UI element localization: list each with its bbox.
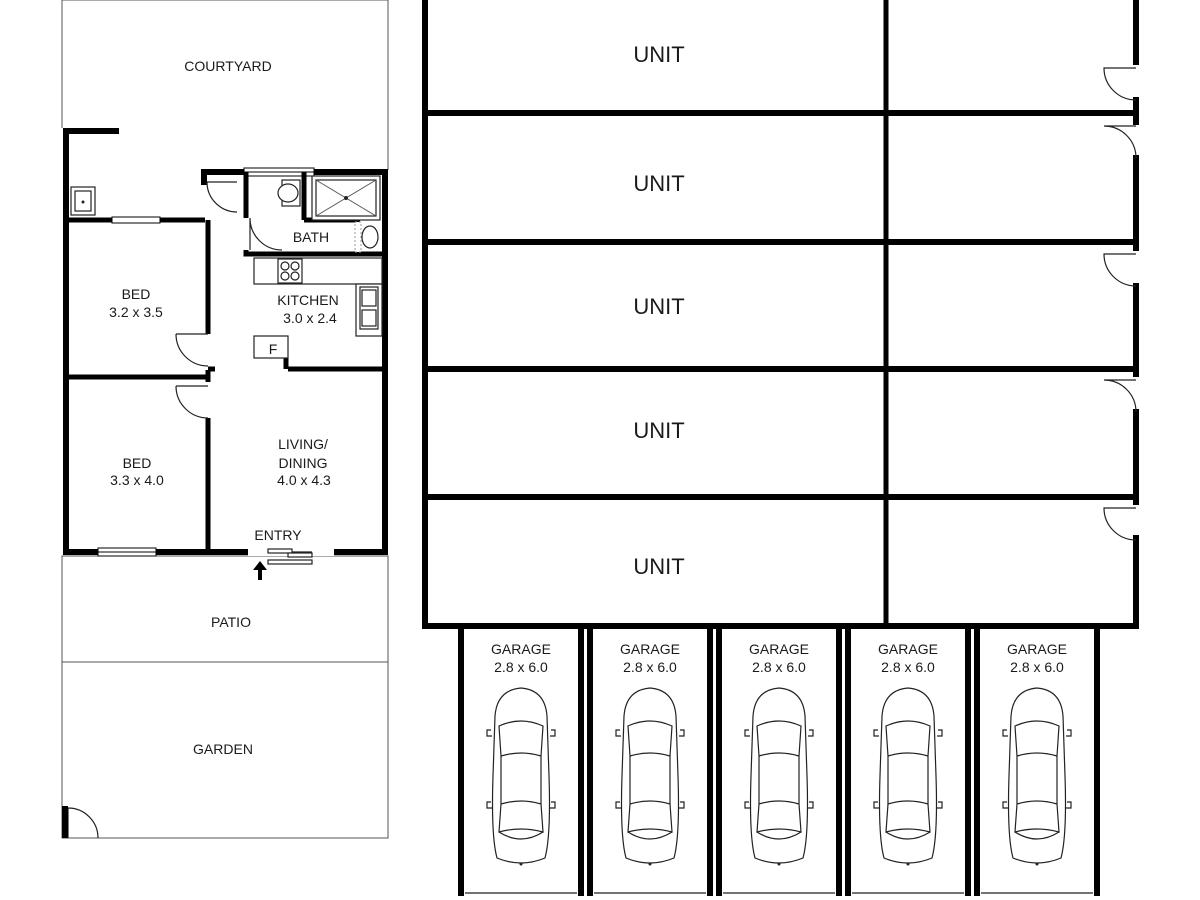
garage: GARAGE 2.8 x 6.0 bbox=[716, 623, 842, 896]
living-label-line1: LIVING/ bbox=[278, 436, 328, 452]
unit-label-4: UNIT bbox=[633, 418, 684, 443]
garage-label: GARAGE bbox=[878, 641, 938, 657]
fridge-label: F bbox=[269, 341, 278, 357]
garage: GARAGE 2.8 x 6.0 bbox=[587, 623, 713, 896]
apartment-plan: COURTYARD PATIO GARDEN bbox=[61, 0, 389, 839]
bed-lower-size: 3.3 x 4.0 bbox=[110, 472, 164, 488]
courtyard-door-icon bbox=[206, 181, 238, 213]
bed-lower-door-icon bbox=[175, 385, 209, 419]
living-label-line2: DINING bbox=[279, 455, 328, 471]
toilet-icon bbox=[277, 179, 301, 207]
unit-dividers bbox=[422, 110, 1139, 500]
garage-size: 2.8 x 6.0 bbox=[881, 659, 935, 675]
unit-label-3: UNIT bbox=[633, 294, 684, 319]
units-outer-wall bbox=[422, 0, 1139, 629]
entry-sliding-door-icon bbox=[267, 548, 313, 565]
garage-wall bbox=[716, 623, 842, 896]
garages-block: GARAGE 2.8 x 6.0 GARAGE 2.8 x 6.0 GARAGE 2.8 … bbox=[458, 623, 1100, 896]
garage: GARAGE 2.8 x 6.0 bbox=[845, 623, 971, 896]
garage: GARAGE 2.8 x 6.0 bbox=[974, 623, 1100, 896]
bed-upper-label: BED bbox=[122, 286, 151, 302]
entry-label: ENTRY bbox=[254, 527, 302, 543]
garage-wall bbox=[458, 623, 584, 896]
shower-icon bbox=[311, 175, 381, 221]
garage-size: 2.8 x 6.0 bbox=[623, 659, 677, 675]
bed-lower-label: BED bbox=[123, 455, 152, 471]
car-icon bbox=[486, 687, 556, 867]
sink-icon bbox=[359, 286, 379, 330]
bed-upper-door-icon bbox=[175, 333, 209, 367]
garage-wall bbox=[845, 623, 971, 896]
living-size: 4.0 x 4.3 bbox=[277, 472, 331, 488]
garage-wall bbox=[974, 623, 1100, 896]
courtyard-label: COURTYARD bbox=[184, 58, 271, 74]
patio-area bbox=[61, 555, 389, 663]
bath-wall bbox=[243, 172, 385, 257]
garage: GARAGE 2.8 x 6.0 bbox=[458, 623, 584, 896]
bath-door-icon bbox=[249, 217, 283, 251]
garden-label: GARDEN bbox=[193, 741, 253, 757]
courtyard-boundary bbox=[61, 0, 389, 170]
unit-label-2: UNIT bbox=[633, 171, 684, 196]
kitchen-size: 3.0 x 2.4 bbox=[283, 310, 337, 326]
garage-label: GARAGE bbox=[1007, 641, 1067, 657]
basin-icon bbox=[361, 225, 379, 249]
garage-label: GARAGE bbox=[491, 641, 551, 657]
car-icon bbox=[744, 687, 814, 867]
garden-gate-icon bbox=[67, 807, 99, 839]
garage-label: GARAGE bbox=[620, 641, 680, 657]
garage-size: 2.8 x 6.0 bbox=[1010, 659, 1064, 675]
unit-label-1: UNIT bbox=[633, 42, 684, 67]
garage-wall bbox=[587, 623, 713, 896]
kitchen-label: KITCHEN bbox=[277, 292, 338, 308]
cooktop-icon bbox=[277, 258, 303, 284]
car-icon bbox=[1002, 687, 1072, 867]
unit-label-5: UNIT bbox=[633, 554, 684, 579]
garage-size: 2.8 x 6.0 bbox=[752, 659, 806, 675]
car-icon bbox=[615, 687, 685, 867]
unit-door-icon bbox=[1103, 67, 1137, 541]
car-icon bbox=[873, 687, 943, 867]
patio-label: PATIO bbox=[211, 614, 251, 630]
entry-arrow-icon bbox=[253, 561, 267, 580]
garden-area bbox=[61, 662, 389, 839]
bath-label: BATH bbox=[293, 229, 329, 245]
garage-label: GARAGE bbox=[749, 641, 809, 657]
bed-upper-size: 3.2 x 3.5 bbox=[109, 304, 163, 320]
units-block: UNIT UNIT UNIT UNIT UNIT bbox=[422, 0, 1139, 629]
garage-size: 2.8 x 6.0 bbox=[494, 659, 548, 675]
